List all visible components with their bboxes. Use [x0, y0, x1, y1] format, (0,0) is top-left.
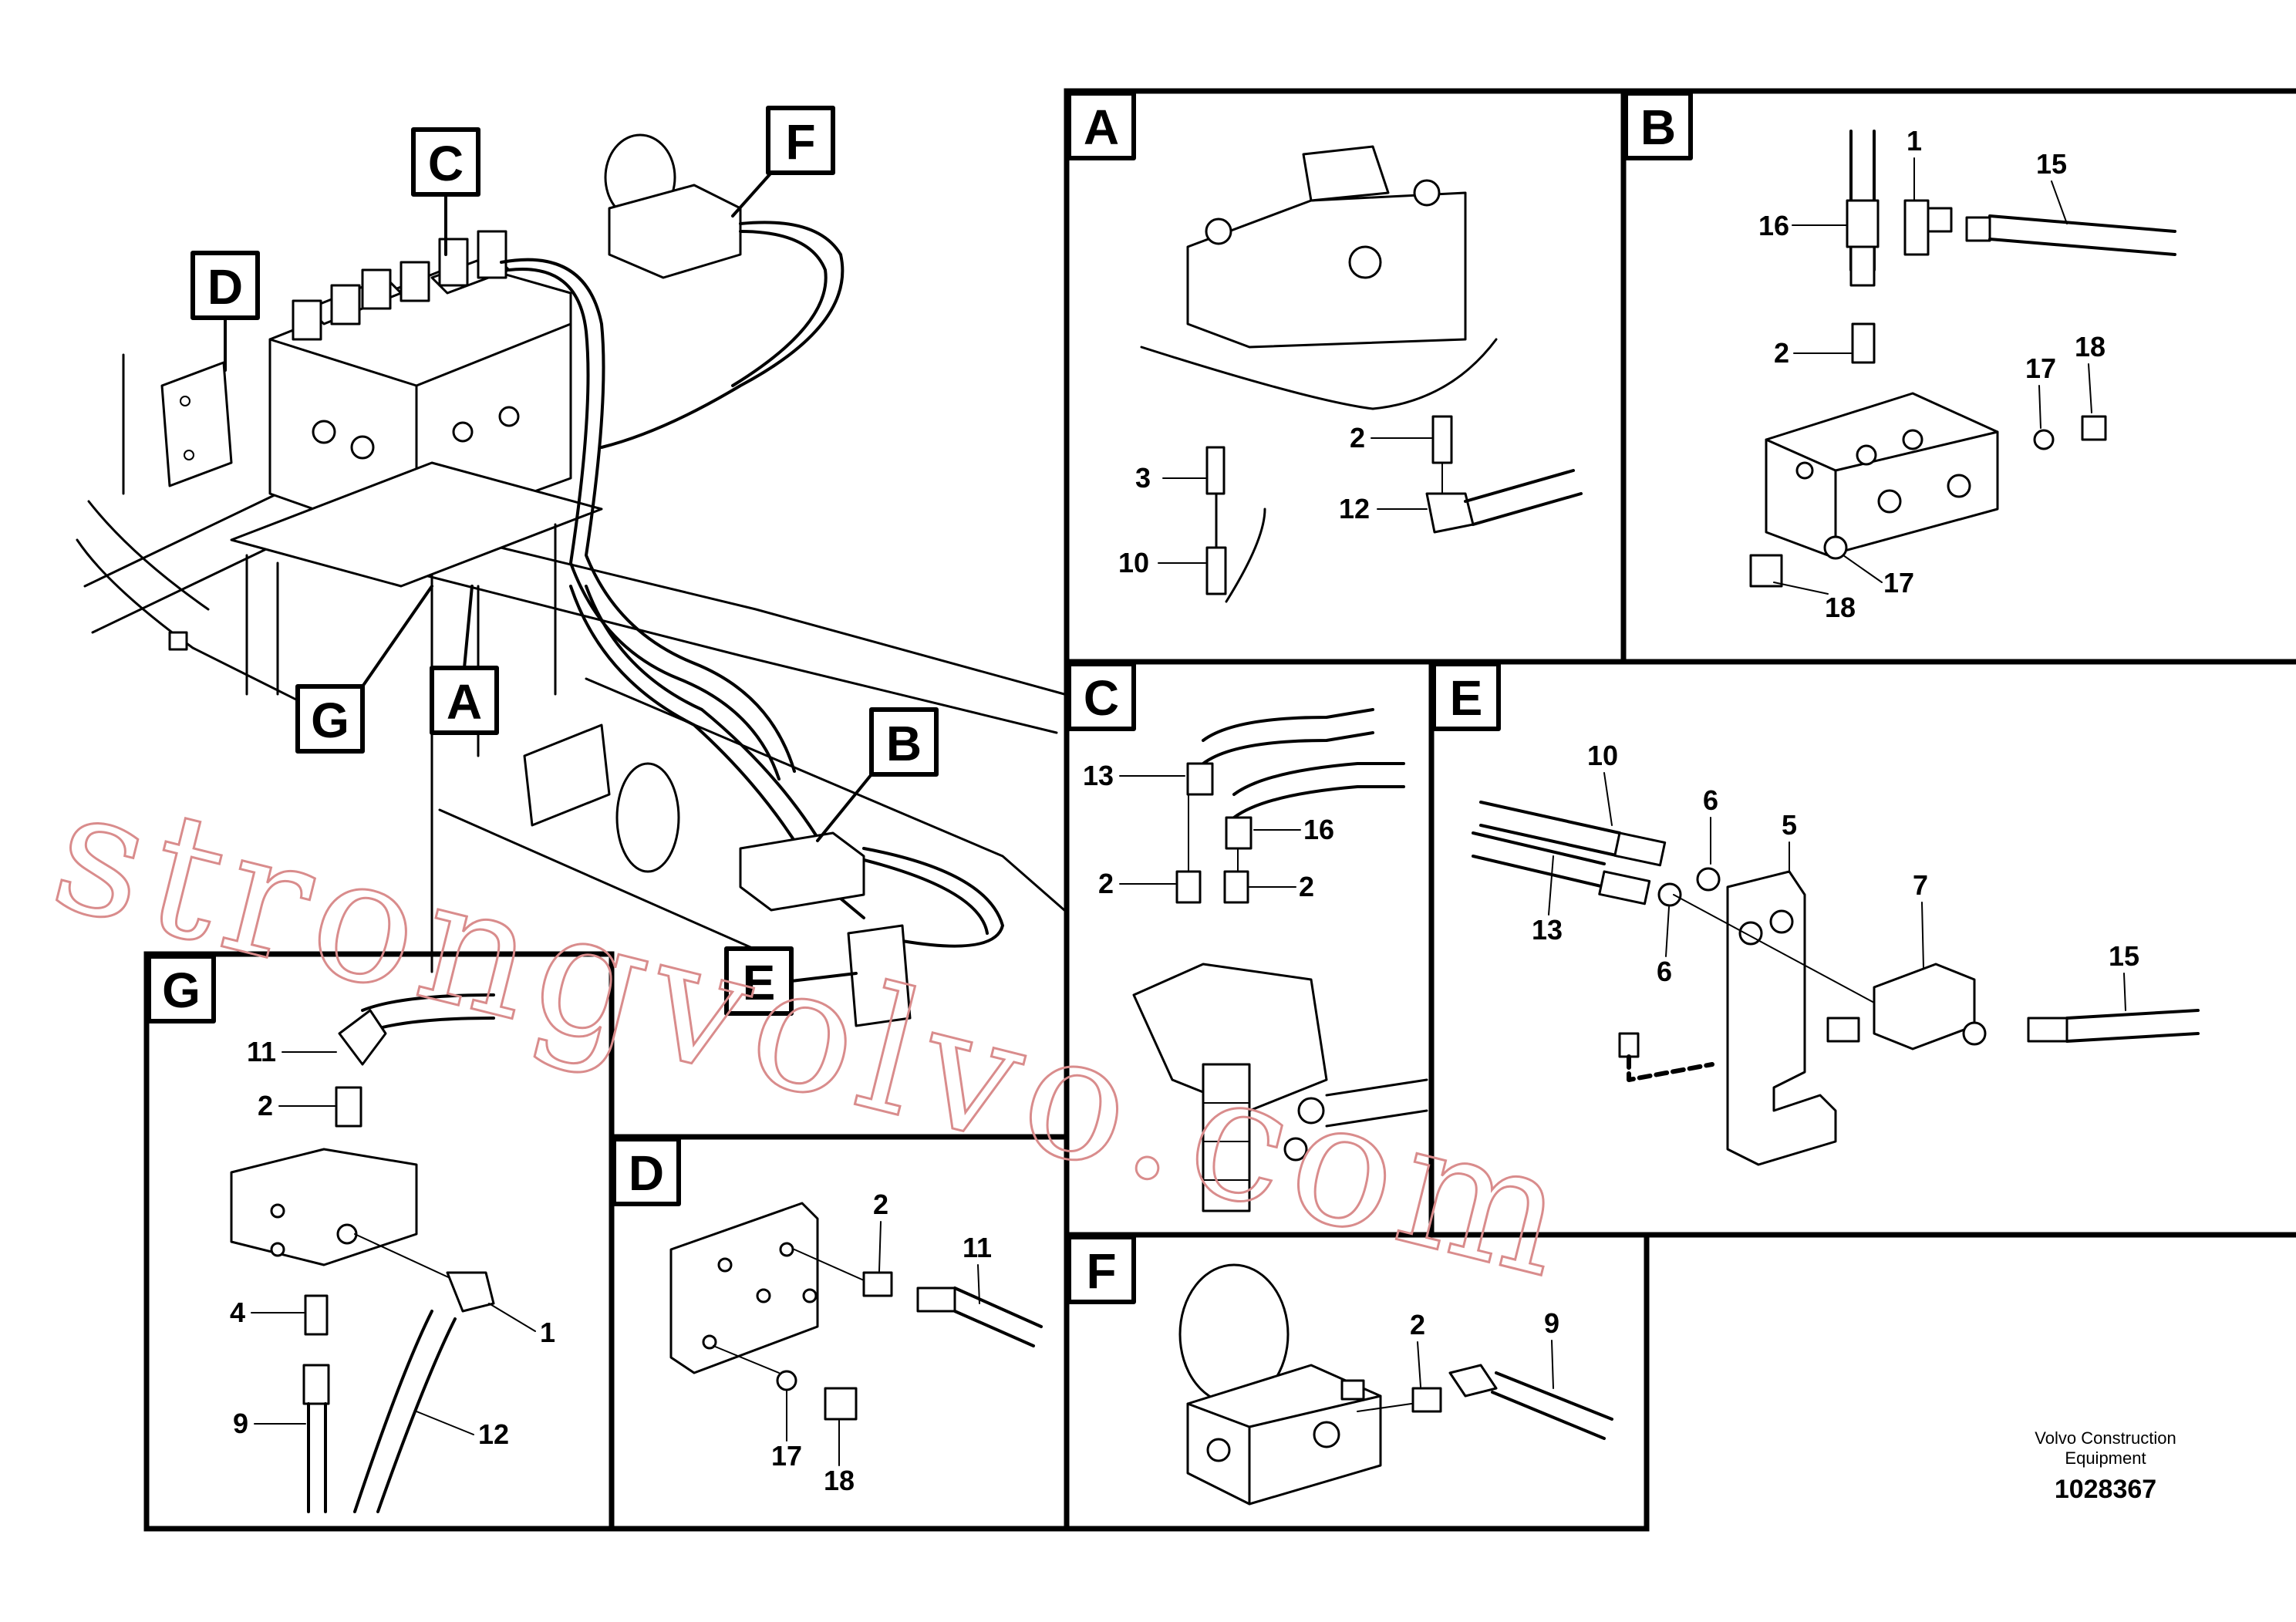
svg-text:11: 11 [963, 1232, 992, 1263]
svg-text:C: C [428, 136, 464, 191]
svg-text:6: 6 [1657, 956, 1672, 987]
svg-text:E: E [1450, 670, 1483, 726]
svg-text:2: 2 [1774, 337, 1789, 369]
tag-D: D [190, 251, 260, 372]
panel-F [1178, 1263, 1613, 1506]
svg-text:10: 10 [1587, 740, 1618, 771]
svg-text:F: F [785, 114, 815, 170]
svg-text:4: 4 [230, 1297, 245, 1328]
footer: Volvo Construction Equipment 1028367 [2035, 1428, 2176, 1504]
svg-text:B: B [1640, 99, 1676, 155]
svg-text:11: 11 [247, 1036, 276, 1067]
panel-E-callouts: 10 6 5 13 6 7 15 [1532, 740, 2139, 1011]
svg-text:2: 2 [258, 1090, 273, 1121]
svg-text:Equipment: Equipment [2065, 1448, 2146, 1468]
tag-B: B [816, 707, 939, 842]
svg-text:1028367: 1028367 [2055, 1475, 2156, 1504]
svg-text:9: 9 [1544, 1307, 1559, 1339]
svg-text:D: D [629, 1145, 664, 1201]
svg-text:C: C [1084, 670, 1119, 726]
svg-text:G: G [162, 963, 201, 1018]
svg-text:13: 13 [1083, 760, 1114, 791]
panel-G-callouts: 11 2 4 1 9 12 [230, 1036, 555, 1450]
svg-text:5: 5 [1782, 809, 1797, 841]
panel-B-callouts: 1 15 16 2 17 18 18 17 [1758, 125, 2106, 623]
panel-C-callouts: 13 16 2 2 [1083, 760, 1334, 902]
svg-text:1: 1 [1907, 125, 1922, 157]
svg-text:17: 17 [1883, 567, 1914, 599]
svg-text:7: 7 [1913, 869, 1928, 901]
svg-text:18: 18 [2075, 331, 2106, 363]
svg-text:1: 1 [540, 1317, 555, 1348]
svg-text:10: 10 [1118, 547, 1149, 578]
svg-text:2: 2 [1410, 1309, 1425, 1340]
panel-A-callouts: 3 10 2 12 [1118, 422, 1432, 578]
panel-F-frame [1064, 1232, 1650, 1532]
panel-F-callouts: 2 9 [1410, 1307, 1559, 1389]
tag-E: E [724, 946, 858, 1016]
tag-F: F [731, 106, 835, 218]
panel-AB-frame [1064, 88, 2296, 665]
overview-tags: C F D G A B E [190, 106, 939, 1016]
panel-G [230, 993, 495, 1513]
svg-text:12: 12 [478, 1418, 509, 1450]
svg-text:A: A [1084, 99, 1119, 155]
panel-A [1140, 145, 1583, 603]
svg-text:18: 18 [1825, 592, 1856, 623]
svg-text:16: 16 [1758, 210, 1789, 241]
svg-text:12: 12 [1339, 493, 1370, 524]
svg-text:15: 15 [2036, 148, 2067, 180]
panel-E [1472, 801, 2200, 1166]
tag-G: G [295, 585, 433, 754]
panel-D [669, 1202, 1043, 1421]
svg-text:16: 16 [1303, 814, 1334, 845]
svg-text:2: 2 [873, 1189, 888, 1220]
panel-E-frame [1428, 659, 2296, 1238]
overview-illustration [76, 133, 1066, 1027]
svg-text:3: 3 [1135, 462, 1151, 494]
panel-B [1749, 130, 2176, 588]
tag-A: A [430, 585, 499, 735]
panel-letters: A B C E G D F [147, 91, 1693, 1304]
svg-text:A: A [447, 674, 482, 730]
svg-text:17: 17 [771, 1440, 802, 1472]
svg-text:Volvo Construction: Volvo Construction [2035, 1428, 2176, 1448]
svg-text:2: 2 [1350, 422, 1365, 454]
svg-text:2: 2 [1098, 868, 1114, 899]
tag-C: C [411, 127, 480, 256]
panel-D-callouts: 2 11 17 18 [771, 1189, 992, 1496]
svg-text:E: E [743, 955, 776, 1010]
svg-text:18: 18 [824, 1465, 855, 1496]
svg-text:F: F [1086, 1243, 1116, 1299]
panel-C [1132, 708, 1428, 1212]
svg-text:13: 13 [1532, 914, 1563, 946]
svg-text:2: 2 [1299, 871, 1314, 902]
svg-text:6: 6 [1703, 784, 1718, 816]
svg-text:15: 15 [2109, 940, 2139, 972]
svg-text:9: 9 [233, 1408, 248, 1439]
svg-text:B: B [886, 716, 922, 771]
svg-text:17: 17 [2025, 352, 2056, 384]
svg-text:D: D [207, 259, 243, 315]
svg-text:G: G [311, 693, 349, 748]
